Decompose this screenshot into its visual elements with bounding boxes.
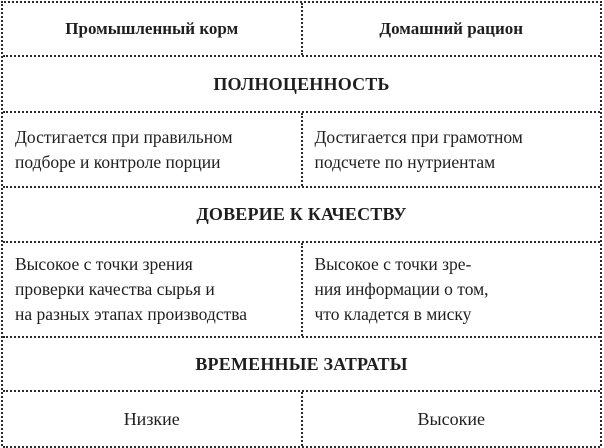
section-title: ПОЛНОЦЕННОСТЬ (213, 73, 390, 94)
value-cell-industrial: Достигается при правильном подборе и кон… (3, 113, 303, 186)
text-line: Достигается при правильном (15, 126, 233, 147)
section-title: ДОВЕРИЕ К КАЧЕСТВУ (196, 204, 407, 224)
value-cell-industrial: Высокое с точки зрения проверки качества… (3, 243, 303, 336)
text-line: Высокое с точки зре- (314, 254, 472, 274)
value-cell-industrial: Низкие (3, 392, 303, 446)
value-cell-home: Высокое с точки зре- ния информации о то… (303, 243, 601, 336)
section-row-time-cost: ВРЕМЕННЫЕ ЗАТРАТЫ (3, 338, 600, 392)
text-line: подсчете по нутриентам (314, 151, 496, 172)
column-header-industrial-food: Промышленный корм (3, 3, 303, 55)
text-line: подборе и контроле порции (15, 151, 221, 172)
value-row-quality-trust: Высокое с точки зрения проверки качества… (3, 243, 600, 338)
text-line: проверки качества сырья и (15, 279, 215, 299)
section-row-quality-trust: ДОВЕРИЕ К КАЧЕСТВУ (3, 188, 600, 243)
header-row: Промышленный корм Домашний рацион (3, 3, 600, 57)
column-header-home-diet: Домашний рацион (379, 19, 524, 38)
section-title: ВРЕМЕННЫЕ ЗАТРАТЫ (195, 353, 408, 374)
value-row-completeness: Достигается при правильном подборе и кон… (3, 113, 600, 188)
text-line: Достигается при грамотном (314, 126, 523, 147)
value-cell-home: Высокие (417, 408, 485, 429)
value-cell-home: Достигается при грамотном подсчете по ну… (303, 113, 601, 186)
text-line: что кладется в миску (314, 304, 472, 324)
text-line: ния информации о том, (314, 279, 489, 299)
text-line: Высокое с точки зрения (15, 254, 193, 274)
value-row-time-cost: Низкие Высокие (3, 392, 600, 448)
text-line: на разных этапах производства (15, 304, 248, 324)
section-row-completeness: ПОЛНОЦЕННОСТЬ (3, 57, 600, 113)
